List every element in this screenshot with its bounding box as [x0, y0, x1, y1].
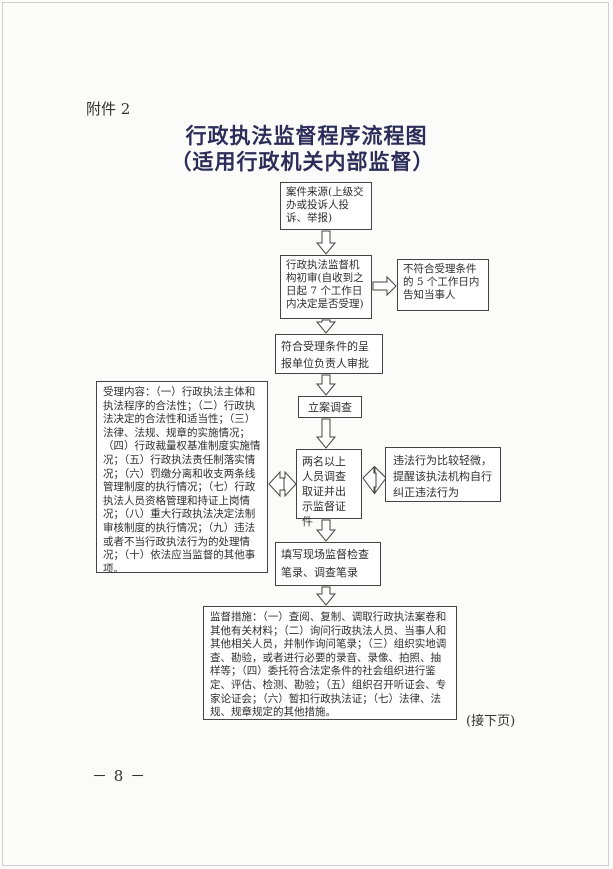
file-case-box: 立案调查: [298, 396, 362, 418]
arrow-file-to-investigate: [315, 418, 337, 449]
arrow-record-to-measures: [315, 586, 337, 606]
reject-notice-box: 不符合受理条件的 5 个工作日内告知当事人: [397, 259, 489, 311]
minor-violation-box: 违法行为比较轻微，提醒该执法机构自行纠正违法行为: [385, 447, 501, 502]
investigation-box: 两名以上人员调查取证并出示监督证件: [296, 449, 362, 528]
page-number: － 8 －: [92, 767, 147, 785]
arrow-investigate-minor: [362, 465, 387, 495]
document-subtitle: （适用行政机关内部监督）: [170, 149, 435, 174]
attachment-label: 附件 2: [86, 100, 131, 118]
arrow-investigate-to-record: [315, 519, 337, 542]
arrow-initial-to-reject: [372, 275, 397, 297]
arrow-content-investigate: [268, 470, 297, 498]
document-title: 行政执法监督程序流程图: [185, 123, 428, 148]
supervision-measures-box: 监督措施：（一）查阅、复制、调取行政执法案卷和其他有关材料；（二）询问行政执法人…: [203, 606, 457, 720]
record-box: 填写现场监督检查笔录、调查笔录: [275, 542, 381, 586]
accepted-content-box: 受理内容：（一）行政执法主体和执法程序的合法性；（二）行政执法决定的合法性和适当…: [96, 381, 268, 575]
case-source-box: 案件来源(上级交办或投诉人投诉、举报): [280, 182, 372, 230]
initial-review-box: 行政执法监督机构初审(自收到之日起 7 个工作日内决定是否受理): [280, 255, 372, 319]
continued-label: (接下页): [466, 714, 516, 729]
arrow-initial-to-approve: [315, 319, 337, 334]
arrow-approve-to-file: [315, 374, 337, 396]
approval-box: 符合受理条件的呈报单位负责人审批: [275, 334, 383, 374]
arrow-source-to-initial: [315, 230, 337, 255]
